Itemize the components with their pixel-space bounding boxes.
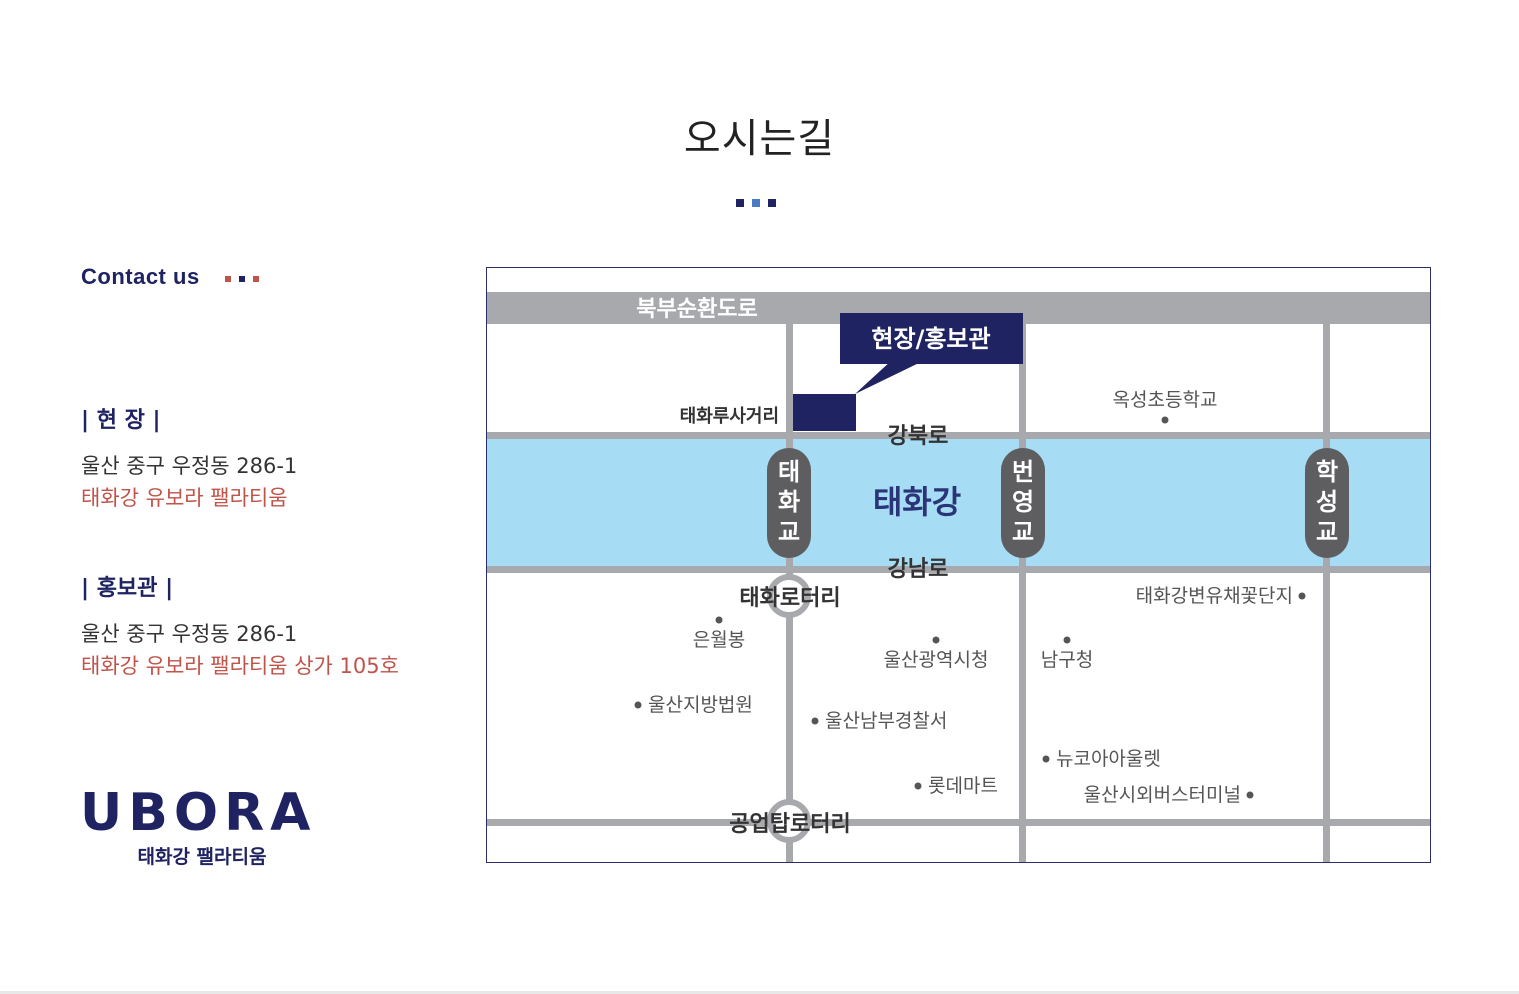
place-ulsan-court-dot: [634, 701, 642, 709]
place-namgu-label: 남구청: [1041, 649, 1093, 671]
place-flower-field-label: 태화강변유채꽃단지: [1136, 585, 1293, 607]
callout-pointer: [855, 360, 925, 394]
bridge-taehwa-char-1: 태: [778, 458, 800, 486]
title-dot-2: [752, 199, 760, 207]
road-gangnam-label: 강남로: [888, 557, 949, 582]
rotary-gongeop-ring: [767, 799, 811, 843]
logo-subtitle: 태화강 팰라티움: [137, 846, 267, 868]
road-gangbuk-label: 강북로: [888, 424, 949, 449]
contact-dot-3: [253, 276, 259, 282]
contact-dot-1: [225, 276, 231, 282]
place-okseong-label: 옥성초등학교: [1113, 389, 1218, 411]
callout-box: [840, 313, 1023, 364]
place-lotte-dot: [914, 782, 922, 790]
place-newcore-label: 뉴코아아울렛: [1056, 748, 1161, 770]
place-ulsan-court-label: 울산지방법원: [648, 694, 753, 716]
rotary-gongeop-label: 공업탑로터리: [729, 812, 850, 837]
place-okseong-dot: [1161, 416, 1169, 424]
place-nambu-police-dot: [811, 717, 819, 725]
road-vertical-2: [1019, 324, 1026, 862]
bridge-beonyeong: 번 영 교: [1001, 448, 1045, 558]
bridge-taehwa-char-3: 교: [778, 518, 800, 546]
place-bus-terminal-dot: [1246, 791, 1254, 799]
site-address: 울산 중구 우정동 286-1: [81, 454, 298, 478]
place-taehwaru-label: 태화루사거리: [680, 406, 779, 427]
place-ulsan-city-dot: [932, 636, 940, 644]
showroom-heading: | 홍보관 |: [81, 576, 174, 601]
logo-wordmark: UBORA: [80, 783, 317, 843]
place-namgu-dot: [1063, 636, 1071, 644]
place-flower-field-dot: [1298, 592, 1306, 600]
bridge-hakseong-char-2: 성: [1316, 488, 1338, 516]
place-nambu-police-label: 울산남부경찰서: [825, 710, 947, 732]
bridge-beonyeong-char-2: 영: [1012, 488, 1034, 516]
place-eunwol-dot: [715, 616, 723, 624]
bridge-hakseong-char-3: 교: [1316, 518, 1338, 546]
page-title: 오시는길: [683, 116, 836, 162]
contact-dots-decoration: [225, 276, 261, 282]
title-dot-3: [768, 199, 776, 207]
contact-title: Contact us: [81, 264, 200, 289]
bridge-taehwa-char-2: 화: [778, 488, 800, 516]
road-gangnam: [487, 566, 1430, 573]
contact-dot-2: [239, 276, 245, 282]
bottom-divider: [0, 991, 1519, 994]
ubora-logo: UBORA 태화강 팰라티움: [80, 786, 330, 869]
rotary-taehwa-ring: [767, 574, 811, 618]
place-bus-terminal-label: 울산시외버스터미널: [1084, 784, 1241, 806]
place-newcore-dot: [1042, 755, 1050, 763]
site-name: 태화강 유보라 팰라티움: [81, 486, 288, 510]
site-block: [793, 394, 856, 431]
road-gangbuk: [487, 432, 1430, 439]
site-heading: | 현 장 |: [81, 408, 161, 433]
road-south: [487, 819, 1430, 826]
bridge-taehwa: 태 화 교: [767, 448, 811, 558]
showroom-name: 태화강 유보라 팰라티움 상가 105호: [81, 654, 399, 678]
river-label: 태화강: [873, 483, 961, 521]
callout-label: 현장/홍보관: [871, 325, 990, 353]
bridge-hakseong: 학 성 교: [1305, 448, 1349, 558]
road-north-label: 북부순환도로: [636, 297, 757, 322]
place-lotte-label: 롯데마트: [928, 775, 998, 797]
location-map: 현장/홍보관 북부순환도로 강북로 강남로 태화강 태 화 교 번 영 교 학 …: [486, 267, 1431, 863]
bridge-beonyeong-char-1: 번: [1012, 458, 1034, 486]
road-vertical-3: [1323, 324, 1330, 862]
place-ulsan-city-label: 울산광역시청: [884, 649, 989, 671]
showroom-address: 울산 중구 우정동 286-1: [81, 622, 298, 646]
place-eunwol-label: 은월봉: [693, 629, 745, 651]
title-dot-1: [736, 199, 744, 207]
bridge-beonyeong-char-3: 교: [1012, 518, 1034, 546]
river-area: [487, 438, 1430, 568]
title-dots-decoration: [736, 199, 776, 207]
bridge-hakseong-char-1: 학: [1316, 458, 1338, 486]
rotary-taehwa-label: 태화로터리: [739, 586, 840, 611]
